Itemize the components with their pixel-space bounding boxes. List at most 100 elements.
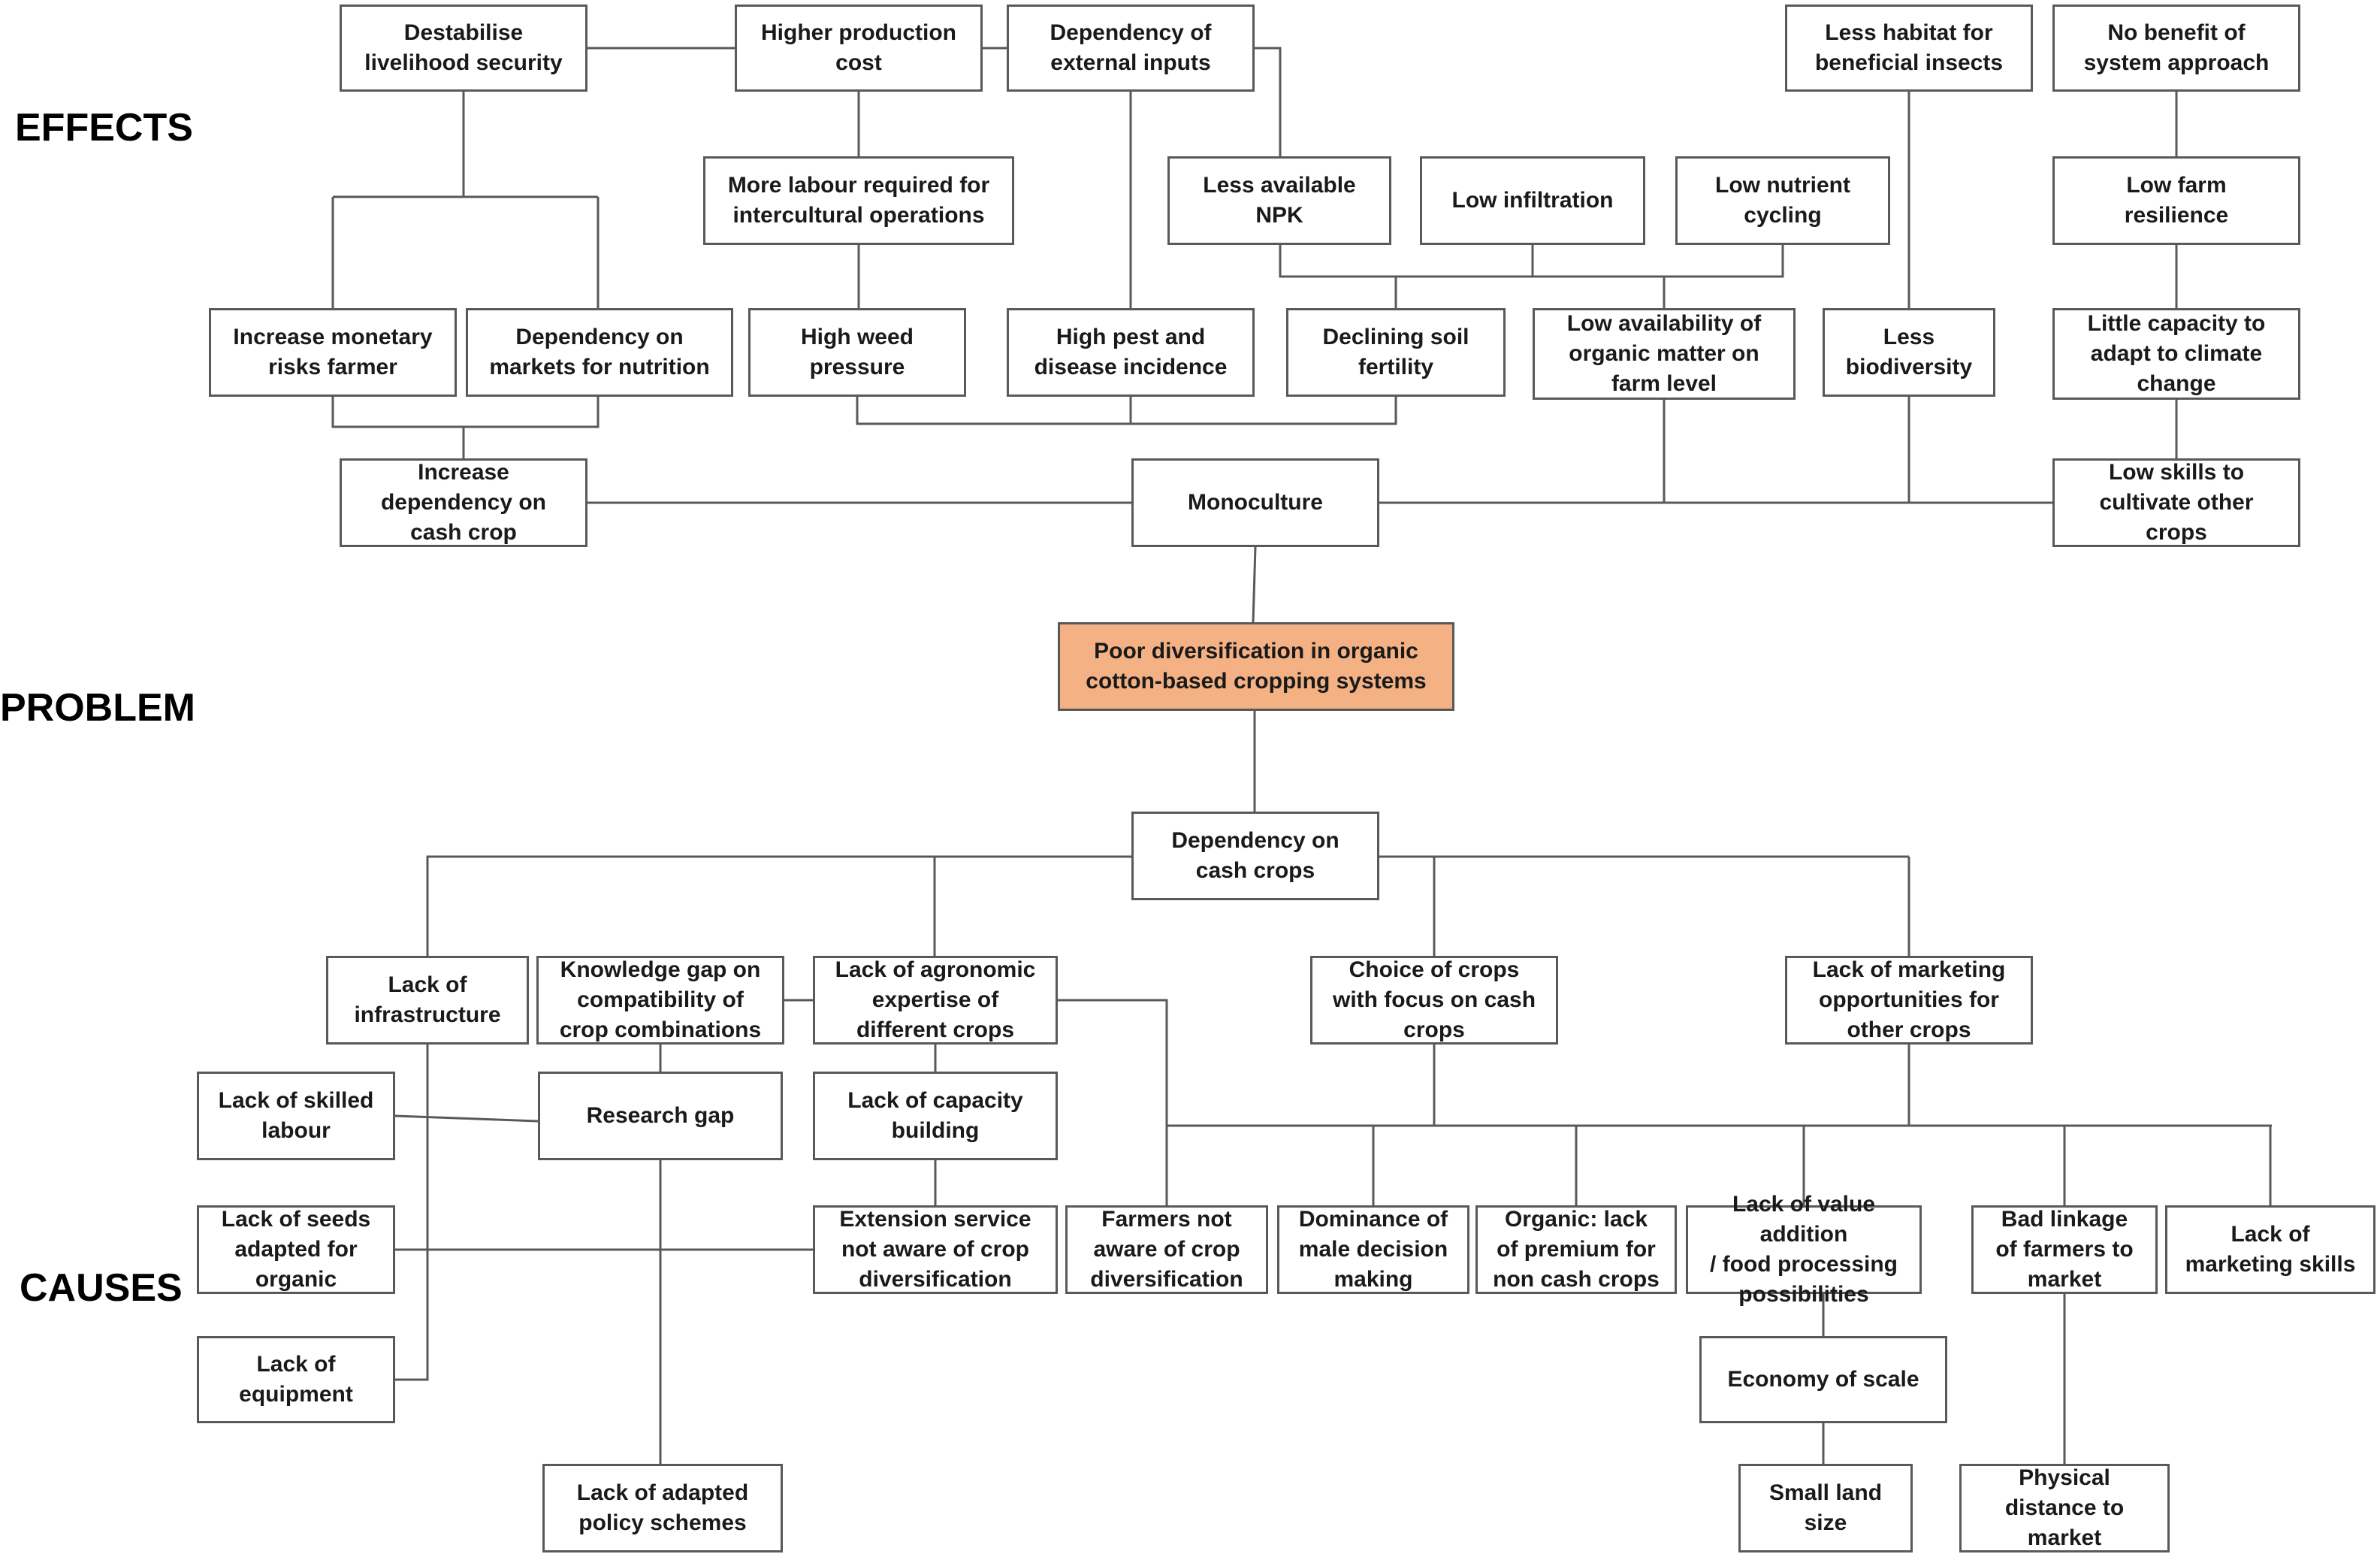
connector-line: [856, 397, 1397, 425]
node-lack-seeds-organic: Lack of seeds adapted for organic: [197, 1205, 395, 1294]
connector-line: [331, 397, 600, 428]
node-label: Lack of marketing skills: [2185, 1222, 2356, 1277]
node-label: Small land size: [1768, 1480, 1883, 1535]
node-label: Low infiltration: [1451, 188, 1614, 213]
connector-line: [395, 1045, 429, 1381]
node-label: Monoculture: [1188, 490, 1323, 515]
node-less-biodiversity: Less biodiversity: [1823, 308, 1995, 397]
node-label: High pest and disease incidence: [1034, 325, 1228, 379]
node-label: Little capacity to adapt to climate chan…: [2087, 311, 2266, 396]
section-label-causes: CAUSES: [20, 1266, 183, 1310]
node-label: Increase dependency on cash crop: [380, 460, 547, 545]
node-label: Declining soil fertility: [1322, 325, 1469, 379]
node-label: Organic: lack of premium for non cash cr…: [1493, 1207, 1660, 1292]
node-increase-monetary-risks: Increase monetary risks farmer: [209, 308, 457, 397]
node-label: Lack of skilled labour: [218, 1088, 374, 1143]
node-knowledge-gap: Knowledge gap on compatibility of crop c…: [536, 956, 784, 1045]
node-label: Knowledge gap on compatibility of crop c…: [559, 957, 762, 1042]
node-label: Low skills to cultivate other crops: [2099, 460, 2254, 545]
node-physical-distance-market: Physical distance to market: [1959, 1464, 2170, 1552]
node-high-pest-disease: High pest and disease incidence: [1007, 308, 1255, 397]
node-lack-agronomic-expertise: Lack of agronomic expertise of different…: [813, 956, 1058, 1045]
node-destabilise-livelihood: Destabilise livelihood security: [340, 5, 587, 92]
node-label: Research gap: [586, 1103, 735, 1128]
node-label: Economy of scale: [1727, 1367, 1919, 1392]
node-low-farm-resilience: Low farm resilience: [2052, 156, 2300, 245]
node-label: Less biodiversity: [1845, 325, 1973, 379]
node-label: Less available NPK: [1203, 173, 1356, 228]
node-monoculture: Monoculture: [1131, 458, 1379, 547]
node-little-capacity-climate: Little capacity to adapt to climate chan…: [2052, 308, 2300, 400]
node-label: Choice of crops with focus on cash crops: [1332, 957, 1536, 1042]
node-label: Lack of infrastructure: [354, 972, 501, 1027]
node-label: Extension service not aware of crop dive…: [839, 1207, 1031, 1292]
node-low-organic-matter: Low availability of organic matter on fa…: [1533, 308, 1796, 400]
node-label: Lack of adapted policy schemes: [576, 1480, 749, 1535]
node-label: Less habitat for beneficial insects: [1814, 20, 2004, 75]
node-label: Lack of seeds adapted for organic: [221, 1207, 371, 1292]
node-label: Bad linkage of farmers to market: [1995, 1207, 2134, 1292]
node-low-infiltration: Low infiltration: [1420, 156, 1645, 245]
node-label: Lack of marketing opportunities for othe…: [1812, 957, 2006, 1042]
node-lack-policy-schemes: Lack of adapted policy schemes: [542, 1464, 783, 1552]
node-more-labour-required: More labour required for intercultural o…: [703, 156, 1014, 245]
node-label: Lack of capacity building: [847, 1088, 1023, 1143]
node-label: Increase monetary risks farmer: [233, 325, 433, 379]
node-label: Dependency on markets for nutrition: [489, 325, 710, 379]
connector-line: [1058, 999, 1168, 1205]
node-label: No benefit of system approach: [2083, 20, 2270, 75]
node-research-gap: Research gap: [538, 1072, 783, 1160]
node-lack-skilled-labour: Lack of skilled labour: [197, 1072, 395, 1160]
node-economy-of-scale: Economy of scale: [1699, 1336, 1947, 1423]
node-label: High weed pressure: [800, 325, 914, 379]
connector-line: [426, 855, 1131, 956]
node-choice-of-crops: Choice of crops with focus on cash crops: [1310, 956, 1558, 1045]
connector-line: [394, 1114, 539, 1123]
node-label: Dependency of external inputs: [1050, 20, 1212, 75]
node-less-habitat-insects: Less habitat for beneficial insects: [1785, 5, 2033, 92]
node-lack-marketing-opportunities: Lack of marketing opportunities for othe…: [1785, 956, 2033, 1045]
node-lack-capacity-building: Lack of capacity building: [813, 1072, 1058, 1160]
node-organic-lack-premium: Organic: lack of premium for non cash cr…: [1475, 1205, 1677, 1294]
node-label: Low nutrient cycling: [1715, 173, 1850, 228]
node-high-weed-pressure: High weed pressure: [748, 308, 966, 397]
node-lack-infrastructure: Lack of infrastructure: [326, 956, 529, 1045]
node-label: More labour required for intercultural o…: [727, 173, 990, 228]
connector-line: [1252, 546, 1257, 623]
node-extension-service: Extension service not aware of crop dive…: [813, 1205, 1058, 1294]
node-label: Lack of value addition / food processing…: [1709, 1192, 1898, 1307]
node-label: Poor diversification in organic cotton-b…: [1086, 639, 1427, 694]
node-core-problem: Poor diversification in organic cotton-b…: [1058, 622, 1454, 711]
node-label: Higher production cost: [761, 20, 956, 75]
node-small-land-size: Small land size: [1738, 1464, 1913, 1552]
node-label: Destabilise livelihood security: [364, 20, 563, 75]
section-label-effects: EFFECTS: [15, 106, 193, 150]
node-label: Lack of agronomic expertise of different…: [835, 957, 1036, 1042]
node-label: Lack of equipment: [239, 1352, 353, 1407]
node-no-benefit-system-approach: No benefit of system approach: [2052, 5, 2300, 92]
node-label: Physical distance to market: [2004, 1465, 2125, 1550]
node-dominance-male-decision: Dominance of male decision making: [1277, 1205, 1469, 1294]
node-dependency-external-inputs: Dependency of external inputs: [1007, 5, 1255, 92]
node-label: Farmers not aware of crop diversificatio…: [1090, 1207, 1243, 1292]
node-bad-linkage-market: Bad linkage of farmers to market: [1971, 1205, 2158, 1294]
node-higher-production-cost: Higher production cost: [735, 5, 983, 92]
node-farmers-not-aware: Farmers not aware of crop diversificatio…: [1065, 1205, 1268, 1294]
node-label: Dependency on cash crops: [1171, 828, 1340, 883]
node-label: Low farm resilience: [2124, 173, 2229, 228]
node-lack-marketing-skills: Lack of marketing skills: [2165, 1205, 2375, 1294]
node-low-skills-other-crops: Low skills to cultivate other crops: [2052, 458, 2300, 547]
node-declining-soil-fertility: Declining soil fertility: [1286, 308, 1506, 397]
node-dependency-markets-nutrition: Dependency on markets for nutrition: [466, 308, 733, 397]
section-label-problem: PROBLEM: [0, 686, 195, 730]
node-lack-value-addition: Lack of value addition / food processing…: [1686, 1192, 1922, 1307]
node-low-nutrient-cycling: Low nutrient cycling: [1675, 156, 1890, 245]
node-dependency-cash-crops: Dependency on cash crops: [1131, 812, 1379, 900]
connector-line: [1255, 47, 1282, 156]
node-label: Dominance of male decision making: [1298, 1207, 1448, 1292]
node-lack-equipment: Lack of equipment: [197, 1336, 395, 1423]
node-label: Low availability of organic matter on fa…: [1566, 311, 1762, 396]
node-increase-dependency-cash-crop: Increase dependency on cash crop: [340, 458, 587, 547]
